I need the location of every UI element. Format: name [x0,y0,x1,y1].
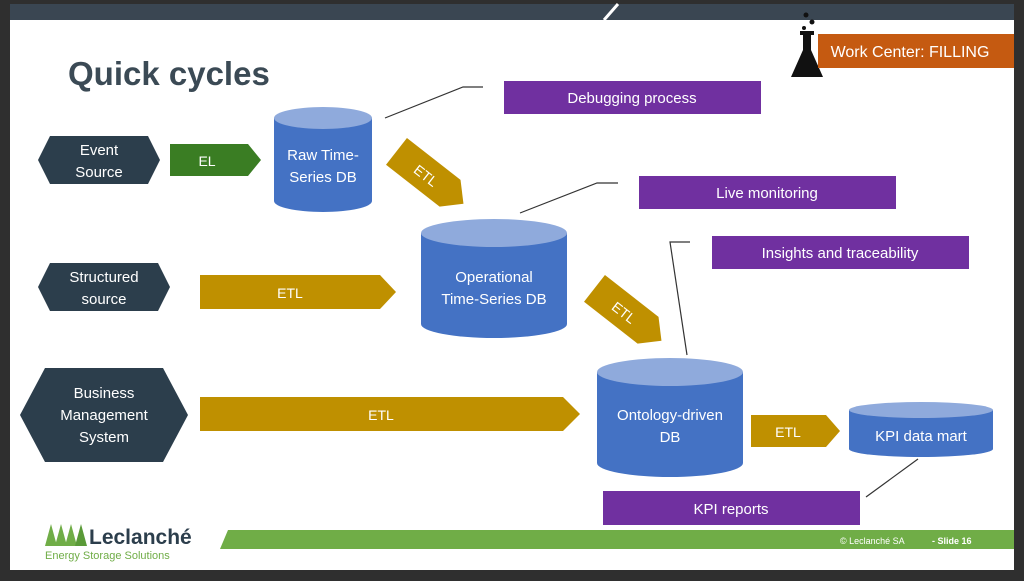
callout-kpi-reports: KPI reports [603,491,860,525]
callout-live-monitoring: Live monitoring [639,176,896,209]
kpi-mart-label: KPI data mart [875,428,968,445]
etl-structured-label: ETL [277,285,303,301]
etl-arrow-operational-to-ontology: ETL [584,274,662,344]
el-arrow-label: EL [198,153,215,169]
leader-live [519,182,618,214]
callout-live-label: Live monitoring [716,185,818,202]
etl-arrow-raw-to-operational: ETL [386,137,464,207]
etl-arrow-structured: ETL [200,275,396,309]
flask-icon [791,12,823,77]
bms-node: Business Management System [20,368,188,462]
event-source-line1: Event [80,142,119,159]
etl-arrow-bms: ETL [200,397,580,431]
event-source-line2: Source [75,164,123,181]
work-center-badge [818,34,1014,68]
structured-source-line2: source [81,291,126,308]
callout-leaders [384,86,919,498]
bms-line3: System [79,429,129,446]
logo-mark-icon [45,524,87,546]
kpi-data-mart-db: KPI data mart [849,402,993,457]
callout-insights-label: Insights and traceability [762,245,919,262]
leader-kpi-reports [865,458,919,498]
ontology-db-line2: DB [660,429,681,446]
footer-slide-number: - Slide 16 [932,536,972,546]
el-arrow: EL [170,144,261,176]
event-source-node: Event Source [38,136,160,184]
top-banner [10,4,1014,20]
leader-debugging [384,86,483,119]
slide-title: Quick cycles [68,55,270,92]
etl-bms-label: ETL [368,407,394,423]
leader-insights [669,241,690,356]
bms-line2: Management [60,407,148,424]
callout-debugging-label: Debugging process [567,90,696,107]
callout-insights: Insights and traceability [712,236,969,269]
callout-debugging: Debugging process [504,81,761,114]
raw-db-line2: Series DB [289,169,357,186]
structured-source-line1: Structured [69,269,138,286]
raw-timeseries-db: Raw Time- Series DB [274,107,372,212]
structured-source-node: Structured source [38,263,170,311]
ontology-db-line1: Ontology-driven [617,407,723,424]
operational-db-line2: Time-Series DB [441,291,546,308]
logo-tagline: Energy Storage Solutions [45,550,170,562]
work-center-label: Work Center: FILLING [831,44,990,61]
logo-name: Leclanché [89,526,192,549]
operational-db-line1: Operational [455,269,533,286]
leclanche-logo: Leclanché Energy Storage Solutions [45,524,192,562]
footer-copyright: © Leclanché SA [840,536,905,546]
ontology-driven-db: Ontology-driven DB [597,358,743,477]
operational-timeseries-db: Operational Time-Series DB [421,219,567,338]
bms-line1: Business [74,385,135,402]
callout-kpi-reports-label: KPI reports [693,501,768,518]
etl-kpi-label: ETL [775,424,801,440]
etl-arrow-ontology-to-kpi: ETL [751,415,840,447]
raw-db-line1: Raw Time- [287,147,359,164]
footer-bar [220,530,1014,549]
banner-slash [602,3,620,21]
